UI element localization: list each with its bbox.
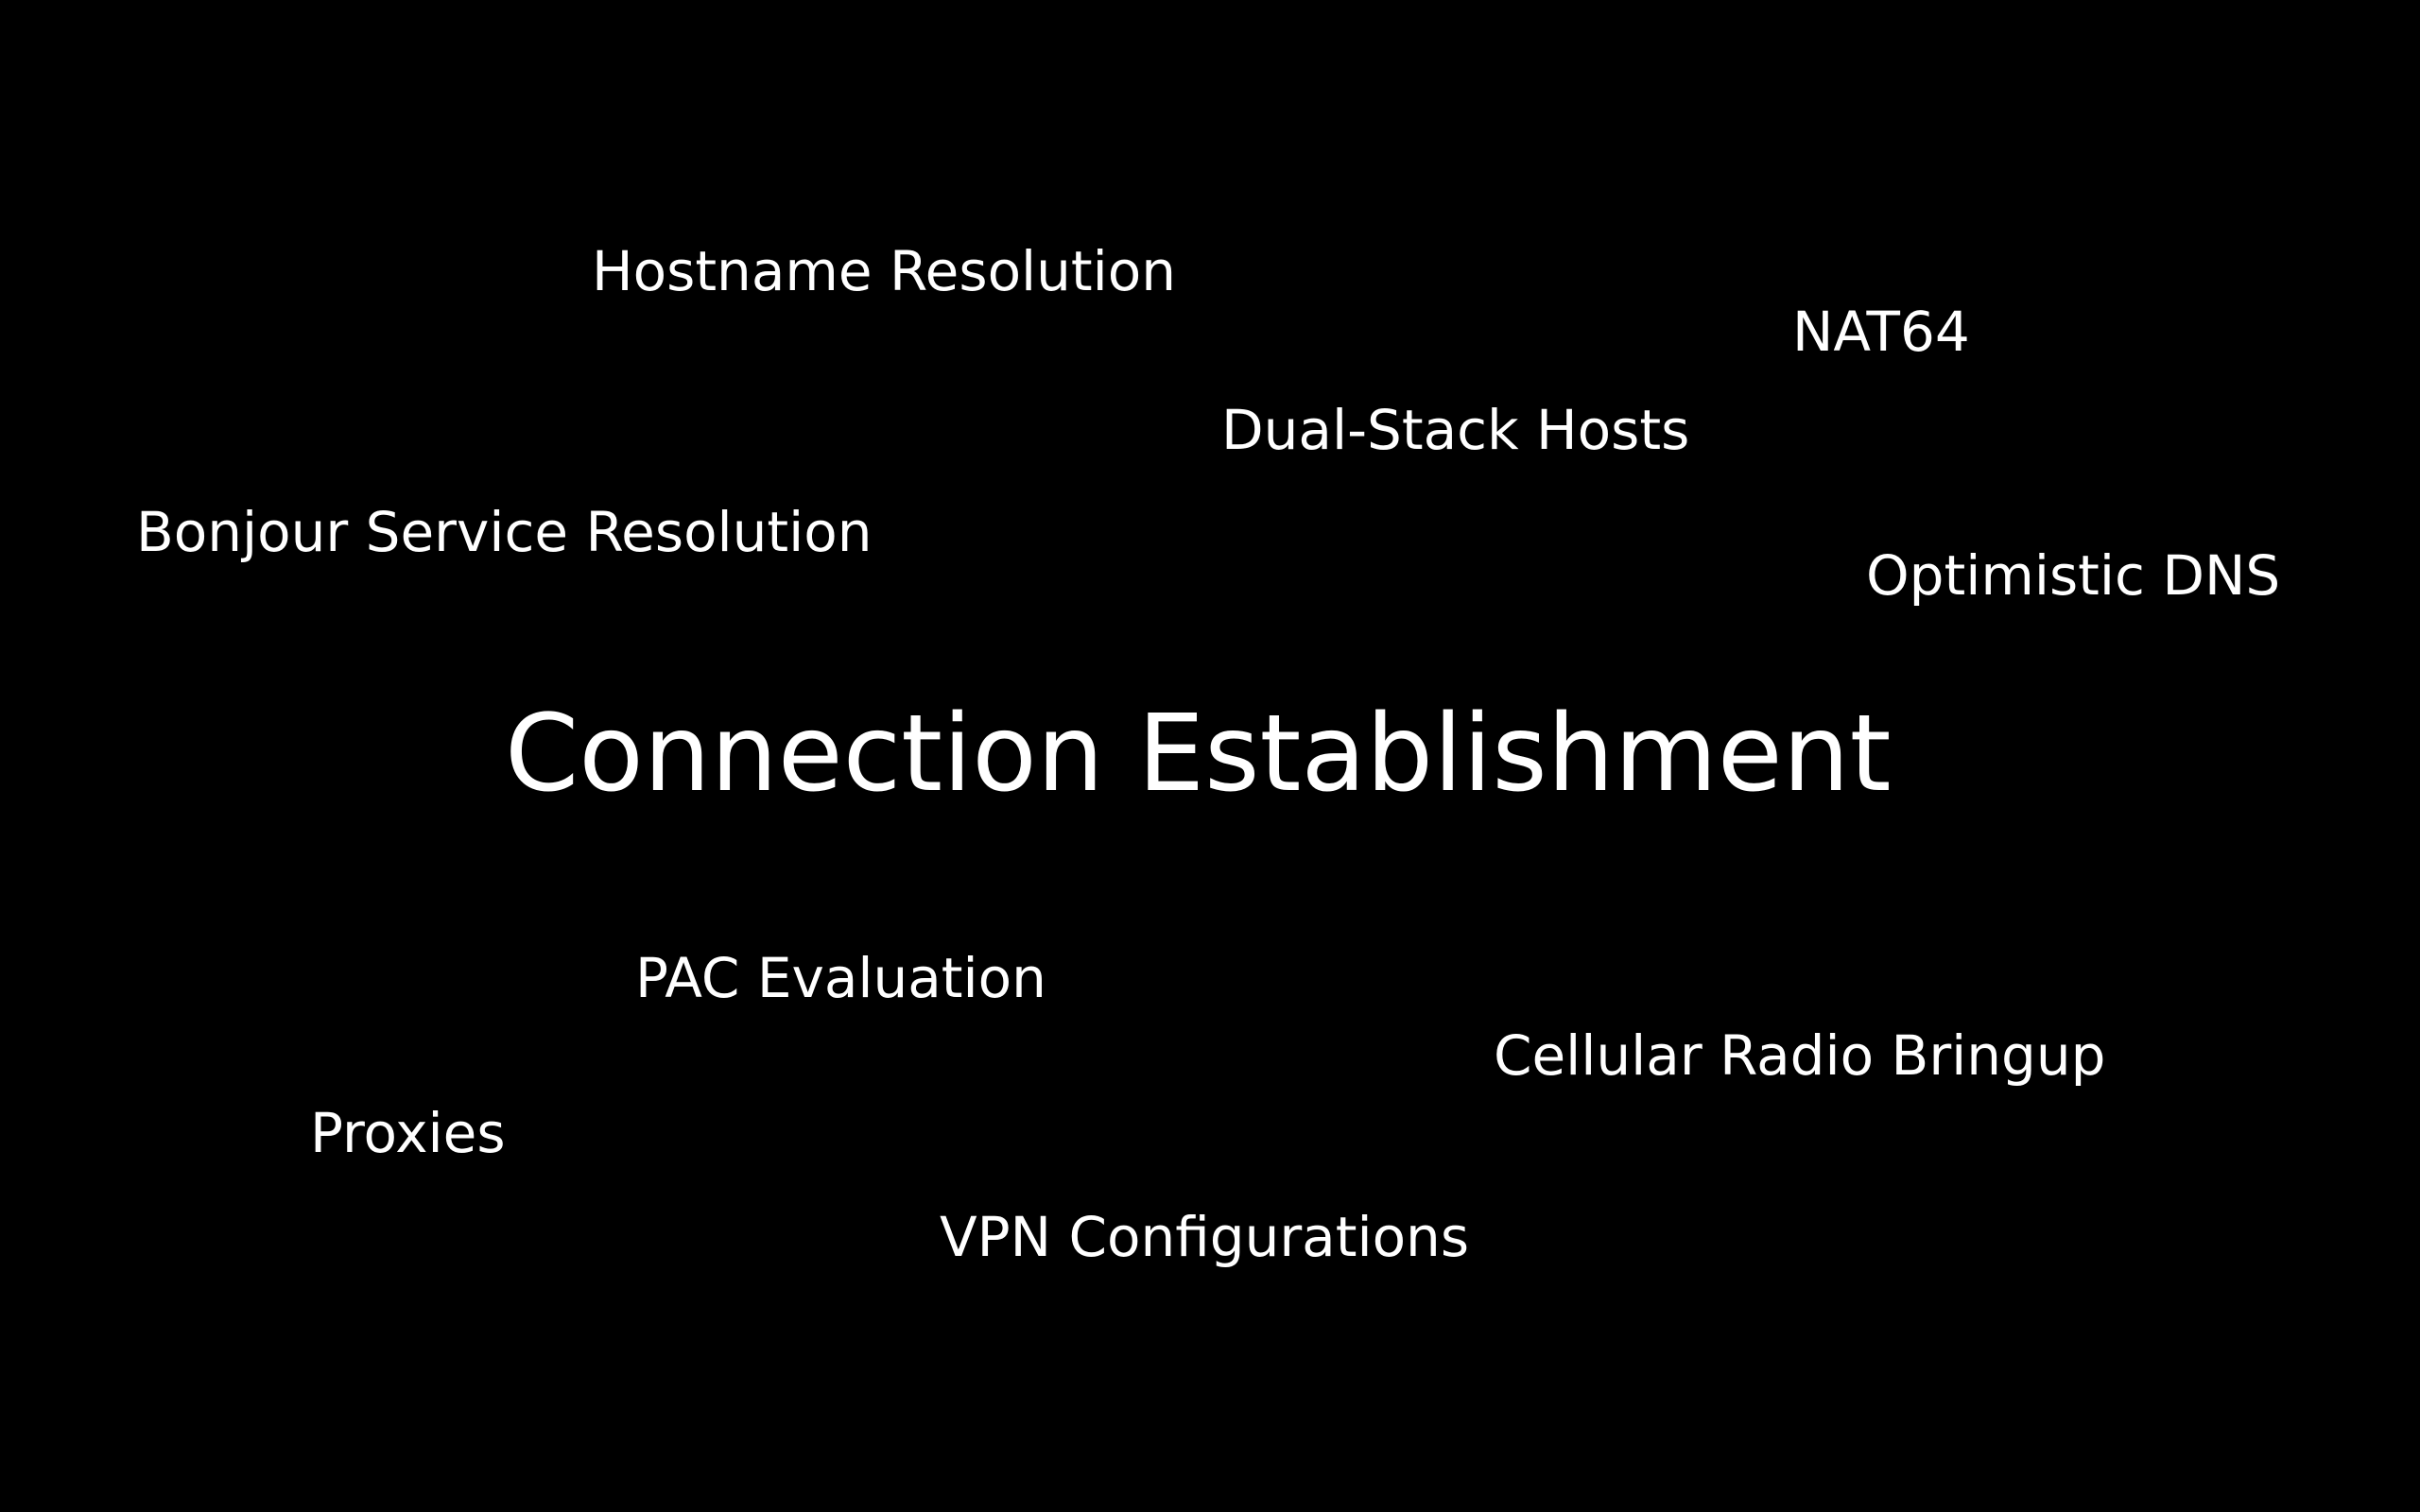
term-proxies: Proxies <box>310 1101 506 1165</box>
term-nat64: NAT64 <box>1792 300 1970 364</box>
term-pac-evaluation: PAC Evaluation <box>635 946 1046 1010</box>
term-cellular-radio-bringup: Cellular Radio Bringup <box>1494 1023 2106 1088</box>
term-hostname-resolution: Hostname Resolution <box>592 239 1177 303</box>
term-optimistic-dns: Optimistic DNS <box>1866 543 2281 608</box>
term-bonjour-service-resolution: Bonjour Service Resolution <box>136 500 873 564</box>
slide-title: Connection Establishment <box>505 693 1892 816</box>
term-vpn-configurations: VPN Configurations <box>940 1205 1470 1269</box>
term-dual-stack-hosts: Dual-Stack Hosts <box>1221 398 1690 462</box>
